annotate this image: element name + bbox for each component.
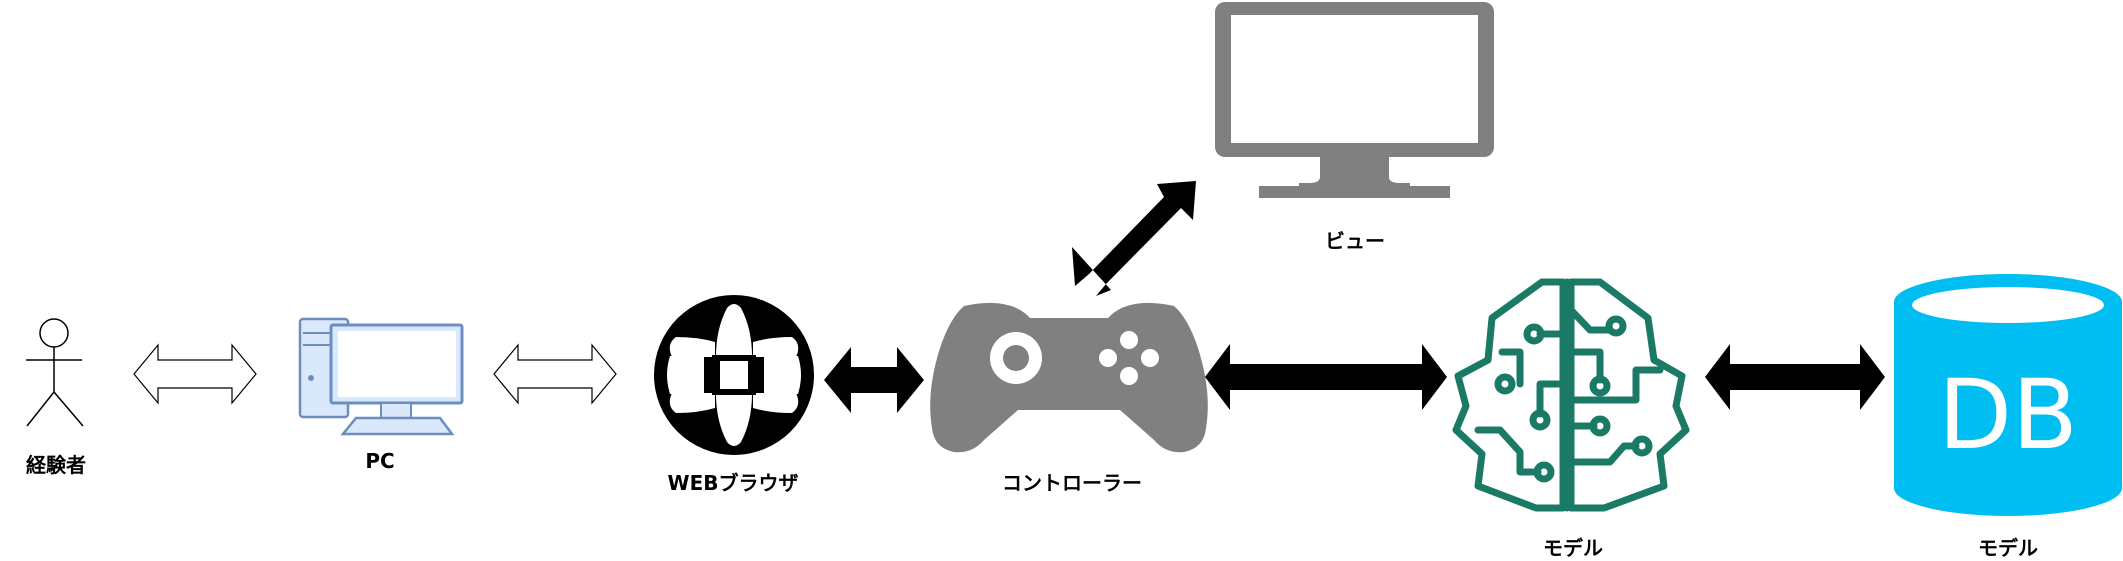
brain-circuit-icon xyxy=(1452,278,1690,512)
db-text: DB xyxy=(1938,359,2078,471)
edge-browser-controller xyxy=(824,347,924,413)
desktop-computer-icon xyxy=(298,317,464,436)
node-label-view: ビュー xyxy=(1325,229,1385,253)
edge-pc-browser xyxy=(493,343,617,405)
monitor-icon xyxy=(1215,2,1494,198)
node-label-pc: PC xyxy=(365,449,395,473)
edge-controller-view xyxy=(1072,181,1196,296)
node-label-controller: コントローラー xyxy=(1002,471,1142,495)
globe-icon xyxy=(654,295,814,455)
node-label-user: 経験者 xyxy=(26,453,86,477)
node-label-browser: WEBブラウザ xyxy=(667,471,799,495)
stick-figure-icon xyxy=(26,318,84,427)
edge-model-database xyxy=(1705,344,1885,410)
edge-controller-model xyxy=(1205,344,1447,410)
gamepad-icon xyxy=(930,302,1208,453)
node-label-database: モデル xyxy=(1978,536,2038,560)
node-label-model: モデル xyxy=(1543,536,1603,560)
edge-user-pc xyxy=(133,343,257,405)
database-cylinder-icon: DB xyxy=(1894,274,2122,516)
